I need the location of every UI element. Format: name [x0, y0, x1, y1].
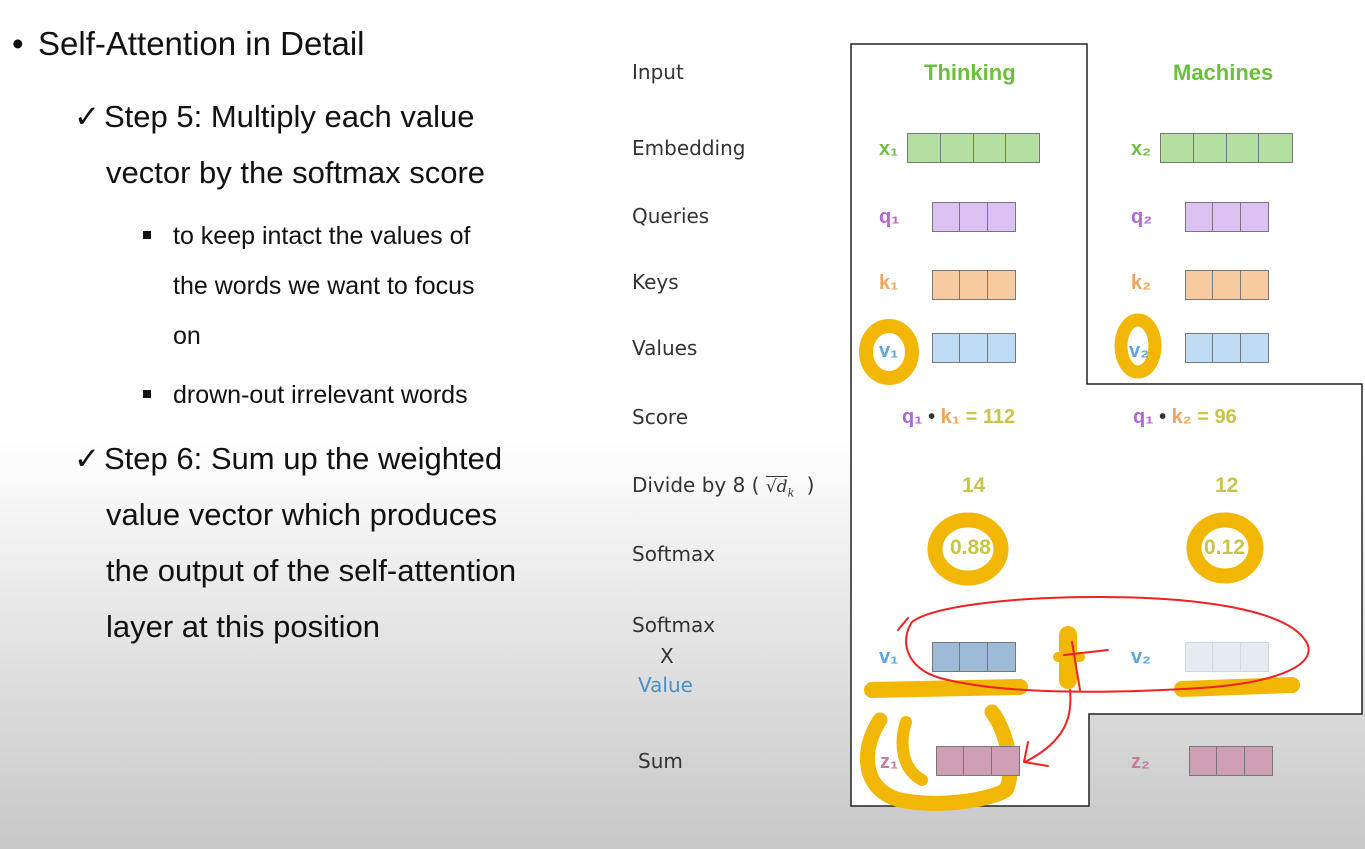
weighted-value-vector-v2 — [1185, 642, 1269, 672]
z2-label: z₂ — [1131, 751, 1150, 773]
sub-bullet-2-line1: drown-out irrelevant words — [173, 381, 468, 409]
grouping-ellipse — [905, 596, 1310, 693]
main-bullet: • Self-Attention in Detail — [12, 25, 365, 63]
arrow-head — [1023, 741, 1049, 767]
score-expression-2: q₁ • k₂ = 96 — [1133, 406, 1237, 429]
row-label-sum: Sum — [638, 749, 683, 773]
score2-value: = 96 — [1197, 406, 1237, 428]
arrow-line — [1024, 689, 1072, 763]
checkmark-icon: ✓ — [74, 441, 100, 476]
row-label-values: Values — [632, 336, 698, 360]
divided-value-2: 12 — [1215, 474, 1239, 497]
x1-label: x₁ — [879, 138, 899, 160]
score2-q: q₁ — [1133, 406, 1154, 428]
divide-close: ) — [806, 473, 815, 497]
key-vector-k1 — [932, 270, 1016, 300]
square-bullet-icon — [143, 390, 151, 398]
v2-label: v₂ — [1129, 340, 1150, 362]
x2-label: x₂ — [1131, 138, 1152, 160]
divided-value-1: 14 — [962, 474, 986, 497]
sqrt-sub-k: k — [787, 486, 795, 500]
softmax-value-1: 0.88 — [950, 536, 991, 559]
row-label-keys: Keys — [632, 270, 679, 294]
word-machines: Machines — [1173, 60, 1274, 85]
score1-dot: • — [928, 406, 936, 428]
q1-label: q₁ — [879, 206, 900, 228]
query-vector-q2 — [1185, 202, 1269, 232]
step5-line2: vector by the softmax score — [106, 155, 486, 190]
step6-line2: value vector which produces — [106, 497, 498, 532]
step5-block: ✓Step 5: Multiply each value vector by t… — [74, 89, 485, 201]
row-label-softmax: Softmax — [632, 542, 716, 566]
sub-bullet-1: to keep intact the values of the words w… — [143, 211, 475, 361]
embedding-vector-x1 — [907, 133, 1040, 163]
query-vector-q1 — [932, 202, 1016, 232]
row-label-softmax-x-2: X — [660, 644, 674, 668]
bullet-title: Self-Attention in Detail — [38, 25, 365, 62]
divide-text: Divide by 8 ( — [632, 473, 760, 497]
sub-bullet-1-line3: on — [173, 322, 201, 350]
value-vector-v2 — [1185, 333, 1269, 363]
bullet-dot: • — [12, 25, 24, 62]
score1-k: k₁ — [940, 406, 961, 428]
k2-label: k₂ — [1131, 272, 1152, 294]
checkmark-icon: ✓ — [74, 99, 100, 134]
score-expression-1: q₁ • k₁ = 112 — [902, 406, 1015, 429]
score2-dot: • — [1159, 406, 1167, 428]
weighted-v1-label: v₁ — [879, 646, 899, 668]
row-label-queries: Queries — [632, 204, 710, 228]
plus-sign-vertical — [1071, 641, 1081, 691]
score2-k: k₂ — [1171, 406, 1192, 428]
row-label-score: Score — [632, 405, 689, 429]
sub-bullet-1-line1: to keep intact the values of — [173, 222, 471, 250]
row-label-softmax-x-3: Value — [638, 673, 693, 697]
sqrt-d: √d — [765, 477, 788, 497]
step6-line1: Step 6: Sum up the weighted — [104, 441, 503, 476]
row-label-softmax-x-1: Softmax — [632, 613, 716, 637]
sum-vector-z2 — [1189, 746, 1273, 776]
z1-label: z₁ — [880, 751, 899, 773]
weighted-v2-label: v₂ — [1131, 646, 1152, 668]
sum-vector-z1 — [936, 746, 1020, 776]
step6-line4: layer at this position — [106, 609, 380, 644]
ellipse-tail — [897, 617, 909, 631]
score1-value: = 112 — [965, 406, 1016, 428]
plus-sign-horizontal — [1063, 649, 1109, 656]
q2-label: q₂ — [1131, 206, 1153, 228]
step6-line3: the output of the self-attention — [106, 553, 517, 588]
row-label-divide: Divide by 8 ( √dk ) — [632, 473, 814, 499]
sub-bullet-2: drown-out irrelevant words — [143, 370, 468, 420]
v1-label: v₁ — [879, 340, 899, 362]
softmax-value-2: 0.12 — [1204, 536, 1245, 559]
square-bullet-icon — [143, 231, 151, 239]
step5-line1: Step 5: Multiply each value — [104, 99, 475, 134]
step6-block: ✓Step 6: Sum up the weighted value vecto… — [74, 431, 516, 655]
sqrt-dk-formula: √dk — [765, 477, 795, 500]
weighted-value-vector-v1 — [932, 642, 1016, 672]
score1-q: q₁ — [902, 406, 923, 428]
word-thinking: Thinking — [924, 60, 1016, 85]
row-label-embedding: Embedding — [632, 136, 746, 160]
k1-label: k₁ — [879, 272, 899, 294]
sub-bullet-1-line2: the words we want to focus — [173, 272, 475, 300]
value-vector-v1 — [932, 333, 1016, 363]
row-label-input: Input — [632, 60, 684, 84]
embedding-vector-x2 — [1160, 133, 1293, 163]
key-vector-k2 — [1185, 270, 1269, 300]
